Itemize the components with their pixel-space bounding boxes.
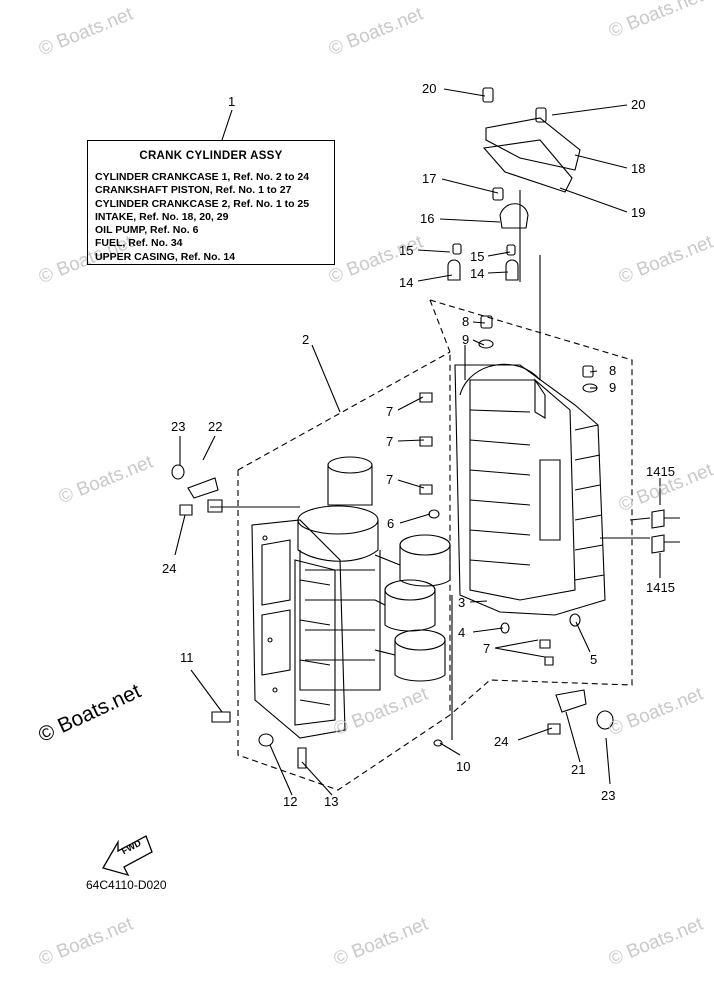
callout-7: 7 bbox=[386, 472, 394, 487]
reference-line: INTAKE, Ref. No. 18, 20, 29 bbox=[95, 210, 229, 223]
callout-24: 24 bbox=[162, 561, 177, 576]
callout-1: 1 bbox=[228, 94, 236, 109]
callout-20: 20 bbox=[422, 81, 437, 96]
callout-7: 7 bbox=[483, 641, 491, 656]
callout-16: 16 bbox=[420, 211, 435, 226]
fwd-arrow-icon bbox=[102, 835, 153, 877]
callout-14: 14 bbox=[399, 275, 414, 290]
callout-6: 6 bbox=[387, 516, 395, 531]
assembly-title: CRANK CYLINDER ASSY bbox=[139, 150, 283, 162]
callout-23: 23 bbox=[171, 419, 186, 434]
callout-17: 17 bbox=[422, 171, 437, 186]
callout-20: 20 bbox=[631, 97, 646, 112]
callout-4: 4 bbox=[458, 625, 466, 640]
callout-10: 10 bbox=[456, 759, 471, 774]
callout-15: 15 bbox=[470, 249, 485, 264]
assembly-outline-right bbox=[429, 299, 633, 716]
reference-list: CYLINDER CRANKCASE 1, Ref. No. 2 to 24 C… bbox=[95, 171, 309, 264]
callout-7: 7 bbox=[386, 434, 394, 449]
callout-3: 3 bbox=[458, 595, 466, 610]
reference-line: FUEL, Ref. No. 34 bbox=[95, 237, 183, 250]
callout-13: 13 bbox=[324, 794, 339, 809]
reference-line: CYLINDER CRANKCASE 1, Ref. No. 2 to 24 bbox=[95, 171, 310, 183]
callout-14: 14 bbox=[470, 266, 485, 281]
callout-24: 24 bbox=[494, 734, 509, 749]
callout-23: 23 bbox=[601, 788, 616, 803]
callout-8: 8 bbox=[609, 363, 617, 378]
callout-22: 22 bbox=[208, 419, 223, 434]
callout-12: 12 bbox=[283, 794, 298, 809]
assembly-outline-left bbox=[237, 352, 451, 791]
callout-9: 9 bbox=[462, 332, 470, 347]
diagram-code: 64C4110-D020 bbox=[86, 878, 167, 892]
callout-19: 19 bbox=[631, 205, 646, 220]
callout-15: 15 bbox=[399, 243, 414, 258]
reference-line: UPPER CASING, Ref. No. 14 bbox=[95, 250, 236, 263]
callout-1415: 1415 bbox=[646, 464, 675, 479]
assembly-outline-top bbox=[237, 351, 451, 471]
reference-line: CYLINDER CRANKCASE 2, Ref. No. 1 to 25 bbox=[95, 197, 310, 210]
callout-11: 11 bbox=[180, 650, 194, 665]
callout-1415: 1415 bbox=[646, 580, 675, 595]
assembly-info-box: CRANK CYLINDER ASSY CYLINDER CRANKCASE 1… bbox=[87, 140, 335, 265]
callout-5: 5 bbox=[590, 652, 598, 667]
callout-2: 2 bbox=[302, 332, 310, 347]
reference-line: CRANKSHAFT PISTON, Ref. No. 1 to 27 bbox=[95, 184, 292, 197]
callout-9: 9 bbox=[609, 380, 617, 395]
callout-7: 7 bbox=[386, 404, 394, 419]
callout-21: 21 bbox=[571, 762, 586, 777]
reference-line: OIL PUMP, Ref. No. 6 bbox=[95, 224, 199, 237]
callout-18: 18 bbox=[631, 161, 646, 176]
callout-8: 8 bbox=[462, 314, 470, 329]
